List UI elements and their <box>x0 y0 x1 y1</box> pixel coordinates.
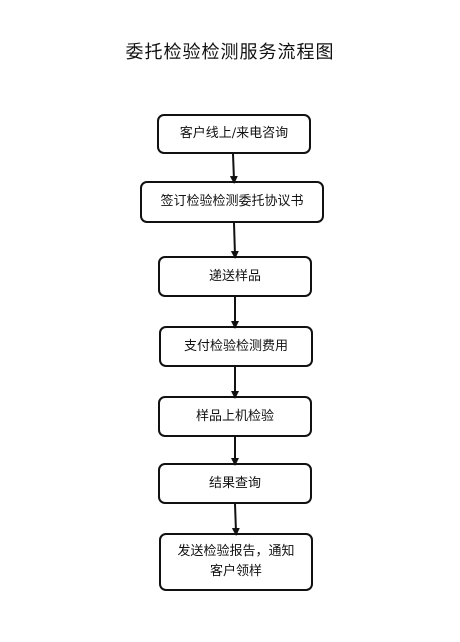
step-sign-agreement: 签订检验检测委托协议书 <box>140 181 324 223</box>
step-deliver-sample-label: 递送样品 <box>208 268 261 284</box>
step-consult-label: 客户线上/来电咨询 <box>179 126 289 141</box>
arrow-1 <box>229 153 238 184</box>
arrow-2 <box>230 222 239 259</box>
step-sign-agreement-label: 签订检验检测委托协议书 <box>160 194 304 209</box>
step-deliver-sample: 递送样品 <box>158 256 312 297</box>
step-machine-test-label: 样品上机检验 <box>195 408 274 424</box>
step-consult: 客户线上/来电咨询 <box>157 114 311 154</box>
step-send-report-label: 发送检验报告，通知 客户领样 <box>177 544 295 579</box>
arrow-6 <box>231 503 240 536</box>
step-result-query-label: 结果查询 <box>208 475 261 491</box>
diagram-title: 委托检验检测服务流程图 <box>125 42 335 63</box>
step-pay-fee-label: 支付检验检测费用 <box>183 338 288 354</box>
